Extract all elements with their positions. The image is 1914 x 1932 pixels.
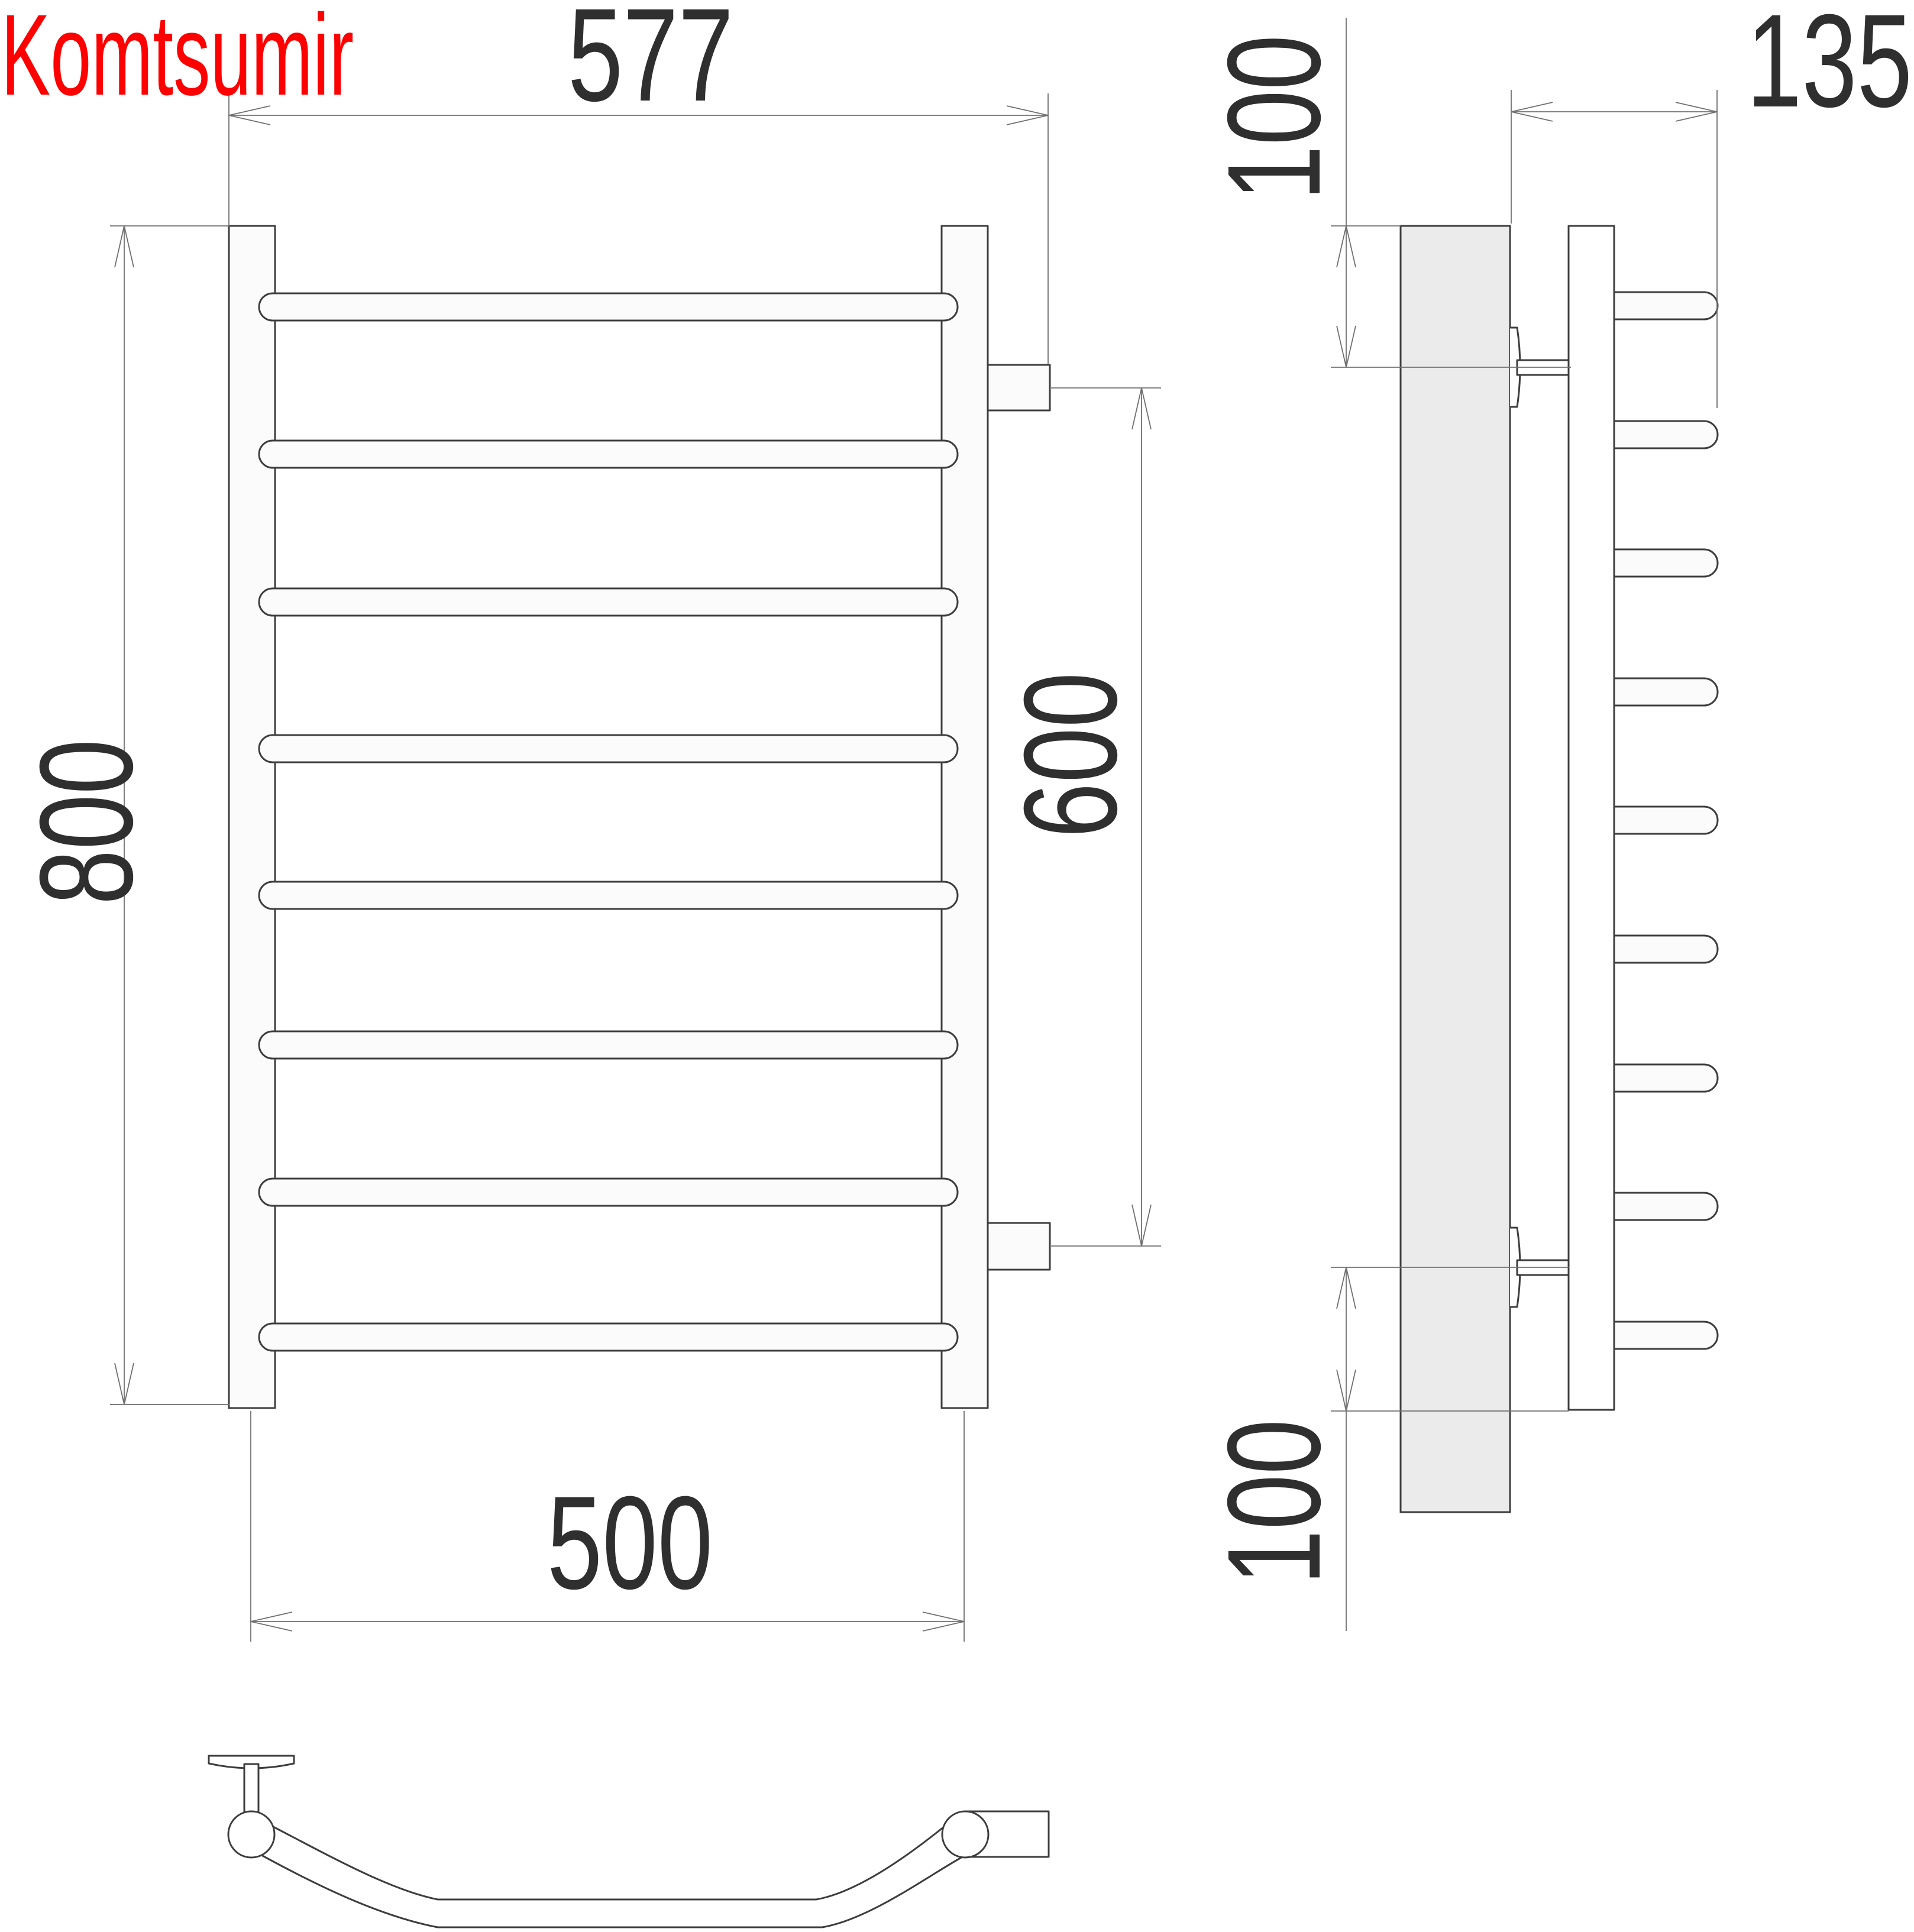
front-rung (258, 1322, 959, 1352)
dim-arrow (1336, 325, 1356, 368)
front-right-rail (940, 225, 989, 1409)
front-bottom-connection (987, 1222, 1051, 1271)
dim-overall-height: 800 (12, 225, 229, 1405)
dim-arrow (1336, 225, 1356, 268)
dim-arrow (922, 1611, 965, 1632)
dim-label-top-offset: 100 (1200, 35, 1347, 200)
dim-overall-width: 577 (228, 0, 1049, 364)
side-rung (1596, 677, 1719, 707)
side-rung (1596, 420, 1719, 449)
dim-bottom-offset: 100 (1200, 1267, 1569, 1631)
dim-connection-spacing: 600 (996, 387, 1161, 1247)
front-view (228, 225, 1051, 1409)
dim-label-overall-height: 800 (12, 739, 160, 905)
dim-arrow (1511, 102, 1553, 122)
side-view (1399, 225, 1719, 1513)
extension-line (1331, 225, 1571, 368)
extension-line (228, 93, 1049, 364)
dim-arrow (1006, 105, 1049, 125)
extension-line (1051, 387, 1161, 1247)
dim-arrow (1675, 102, 1718, 122)
dim-arrow (1336, 1267, 1356, 1309)
dim-arrow (114, 1363, 134, 1405)
side-rung (1596, 1321, 1719, 1350)
front-top-connection (987, 364, 1051, 412)
front-left-rail (228, 225, 276, 1409)
extension-line (1331, 1267, 1569, 1412)
front-rung (258, 1030, 959, 1060)
dim-arrow (1336, 1369, 1356, 1412)
dim-label-overall-width: 577 (568, 0, 733, 129)
extension-line (110, 225, 229, 1405)
side-rung (1596, 291, 1719, 321)
side-rung (1596, 1063, 1719, 1093)
dim-label-depth: 135 (1747, 0, 1912, 135)
dim-arrow (1131, 387, 1152, 430)
dim-rail-spacing: 500 (250, 1411, 965, 1642)
front-rung (258, 1177, 959, 1207)
dim-arrow (1131, 1204, 1152, 1247)
wall (1399, 225, 1511, 1513)
detail-rung-tube (271, 1812, 961, 1901)
dim-label-rail-spacing: 500 (547, 1468, 713, 1616)
extension-line (250, 1411, 965, 1642)
dim-label-connection-spacing: 600 (996, 672, 1144, 838)
brand-logo: Komtsumir (1, 0, 354, 119)
detail-joint-ball-right (941, 1810, 990, 1859)
side-rung (1596, 934, 1719, 964)
side-rung (1596, 805, 1719, 835)
detail-view (208, 1755, 1050, 1928)
side-rail (1567, 225, 1615, 1411)
front-rung (258, 439, 959, 469)
front-rung (258, 292, 959, 322)
dim-top-offset: 100 (1200, 18, 1571, 368)
detail-joint-ball-left (227, 1810, 276, 1859)
dim-label-bottom-offset: 100 (1200, 1419, 1347, 1585)
front-rung (258, 587, 959, 617)
detail-bracket-stem (243, 1763, 260, 1813)
side-rung (1596, 548, 1719, 578)
dim-arrow (114, 225, 134, 268)
front-rung (258, 881, 959, 910)
front-rung (258, 734, 959, 763)
dim-depth: 135 (1511, 0, 1912, 408)
side-rung (1596, 1192, 1719, 1221)
dim-arrow (228, 105, 271, 125)
detail-rung-tube (261, 1854, 964, 1928)
dim-arrow (250, 1611, 293, 1632)
